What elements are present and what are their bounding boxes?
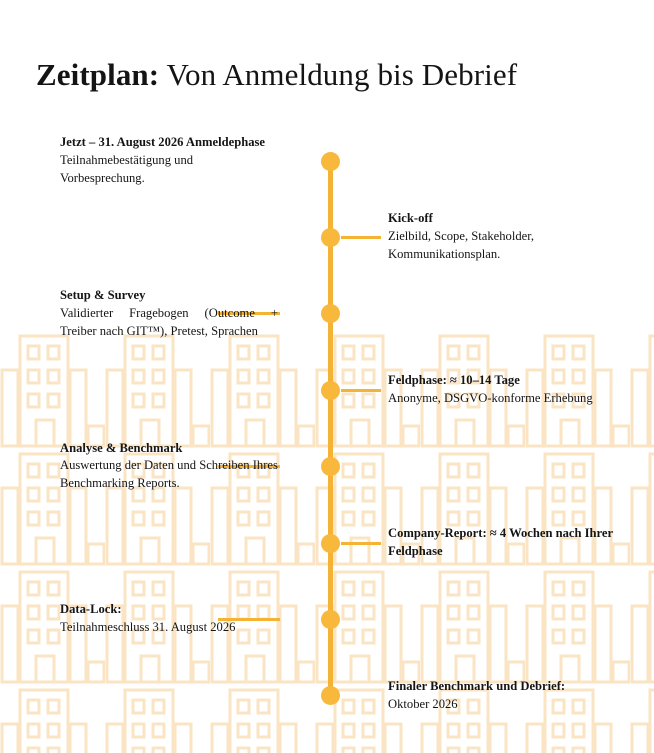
timeline-entry: Company-Report: ≈ 4 Wochen nach Ihrer Fe… — [388, 525, 618, 561]
timeline-node-dot[interactable] — [321, 151, 340, 171]
timeline-entry-body: Validierter Fragebogen (Outcome + Treibe… — [60, 305, 278, 338]
timeline-entry: Data-Lock: Teilnahmeschluss 31. August 20… — [60, 601, 278, 637]
timeline-connector — [341, 235, 381, 239]
page-title-strong: Zeitplan: — [36, 57, 160, 92]
timeline-node-dot[interactable] — [321, 304, 340, 324]
timeline-entry-title: Data-Lock: — [60, 602, 122, 617]
timeline-entry-body: Anonyme, DSGVO-konforme Erhebung — [388, 391, 593, 406]
timeline-entry-title: Feldphase: ≈ 10–14 Tage — [388, 373, 520, 388]
timeline-entry-title: Analyse & Benchmark — [60, 440, 183, 455]
timeline-entry-title: Jetzt – 31. August 2026 Anmeldephase — [60, 135, 266, 149]
timeline-entry-title: Kick-off — [388, 211, 433, 226]
timeline-node-dot[interactable] — [321, 533, 340, 553]
timeline-entry-body: Zielbild, Scope, Stakeholder, Kommunikat… — [388, 229, 535, 262]
timeline-entry-title: Company-Report: ≈ 4 Wochen nach Ihrer Fe… — [388, 526, 613, 558]
timeline-entry-title: Finaler Benchmark und Debrief: — [388, 678, 566, 693]
timeline-entry: Finaler Benchmark und Debrief: Oktober 20… — [388, 678, 618, 714]
timeline-connector — [218, 312, 280, 316]
timeline-node-dot[interactable] — [321, 609, 340, 629]
timeline-connector — [341, 541, 381, 545]
timeline-node-dot[interactable] — [321, 686, 340, 706]
timeline-entry-title: Setup & Survey — [60, 287, 146, 302]
page-title-rest: Von Anmeldung bis Debrief — [159, 57, 518, 92]
timeline-entry-body: Teilnahmeschluss 31. August 2026 — [60, 620, 236, 635]
timeline-connector — [341, 388, 381, 392]
page-title: Zeitplan: Von Anmeldung bis Debrief — [36, 56, 517, 95]
timeline-node-dot[interactable] — [321, 457, 340, 477]
timeline-entry-body: Oktober 2026 — [388, 696, 458, 711]
timeline-entry-body: Teilnahmebestätigung und Vorbesprechung. — [60, 152, 194, 185]
timeline-node-dot[interactable] — [321, 380, 340, 400]
timeline-node-dot[interactable] — [321, 227, 340, 247]
timeline-entry-body: Auswertung der Daten und Schreiben Ihres… — [60, 458, 278, 491]
